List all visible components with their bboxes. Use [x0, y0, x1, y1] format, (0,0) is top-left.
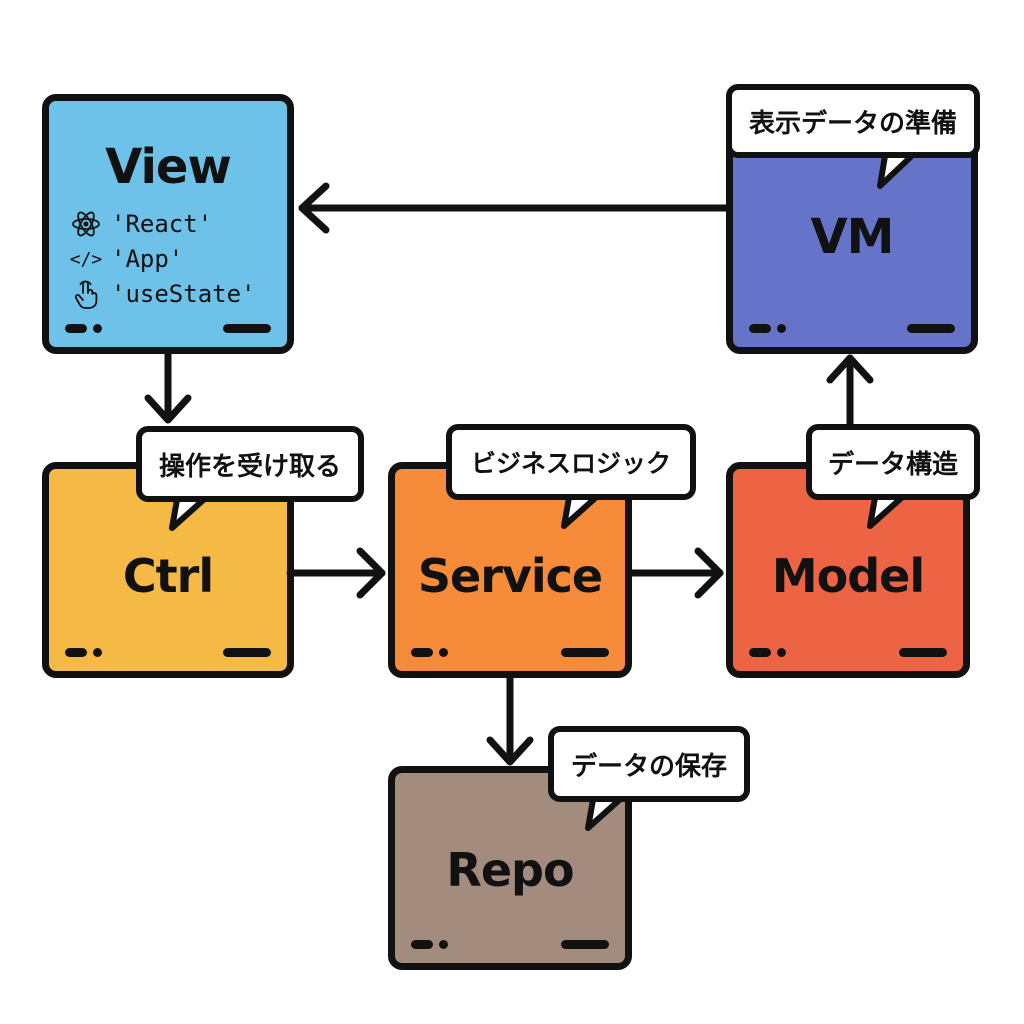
react-atom-icon [71, 209, 101, 239]
footer-dot [93, 648, 102, 657]
node-title: Ctrl [122, 549, 214, 603]
footer-pill-left [65, 648, 87, 657]
ctrl-annotation-bubble: 操作を受け取る [136, 426, 364, 502]
vm-annotation-bubble: 表示データの準備 [726, 84, 980, 158]
footer-pill-right [899, 648, 947, 657]
view-node[interactable]: View 'React' </> 'App' 'useState' [42, 94, 294, 354]
node-title: VM [810, 209, 895, 265]
node-title: View [105, 139, 232, 195]
code-item-react: 'React' [71, 209, 212, 239]
footer-pill-right [223, 324, 271, 333]
node-title: Service [417, 549, 603, 603]
code-item-usestate: 'useState' [71, 279, 256, 309]
code-item-text: 'App' [111, 245, 184, 273]
code-tag-icon: </> [69, 248, 103, 270]
arrowhead-vm-to-view [298, 182, 330, 234]
arrowhead-service-to-model [694, 547, 724, 599]
footer-dot [439, 648, 448, 657]
arrowhead-service-to-repo [486, 736, 534, 766]
arrowhead-ctrl-to-service [356, 547, 386, 599]
code-item-text: 'useState' [111, 280, 256, 308]
footer-dot [777, 324, 786, 333]
footer-dot [777, 648, 786, 657]
code-item-text: 'React' [111, 210, 213, 238]
footer-dot [439, 940, 448, 949]
footer-pill-left [65, 324, 87, 333]
footer-pill-right [561, 940, 609, 949]
service-annotation-bubble: ビジネスロジック [446, 424, 696, 500]
arrowhead-model-to-vm [826, 354, 874, 384]
footer-pill-left [411, 940, 433, 949]
footer-pill-right [223, 648, 271, 657]
footer-pill-right [561, 648, 609, 657]
footer-pill-left [749, 324, 771, 333]
footer-dot [93, 324, 102, 333]
repo-annotation-bubble: データの保存 [548, 726, 750, 802]
arrowhead-view-to-ctrl [144, 394, 192, 424]
model-annotation-bubble: データ構造 [806, 424, 980, 500]
pointer-hand-icon [71, 279, 101, 309]
footer-pill-left [749, 648, 771, 657]
node-title: Repo [446, 843, 574, 897]
footer-pill-left [411, 648, 433, 657]
node-title: Model [771, 549, 925, 603]
footer-pill-right [907, 324, 955, 333]
code-item-app: </> 'App' [69, 245, 184, 273]
